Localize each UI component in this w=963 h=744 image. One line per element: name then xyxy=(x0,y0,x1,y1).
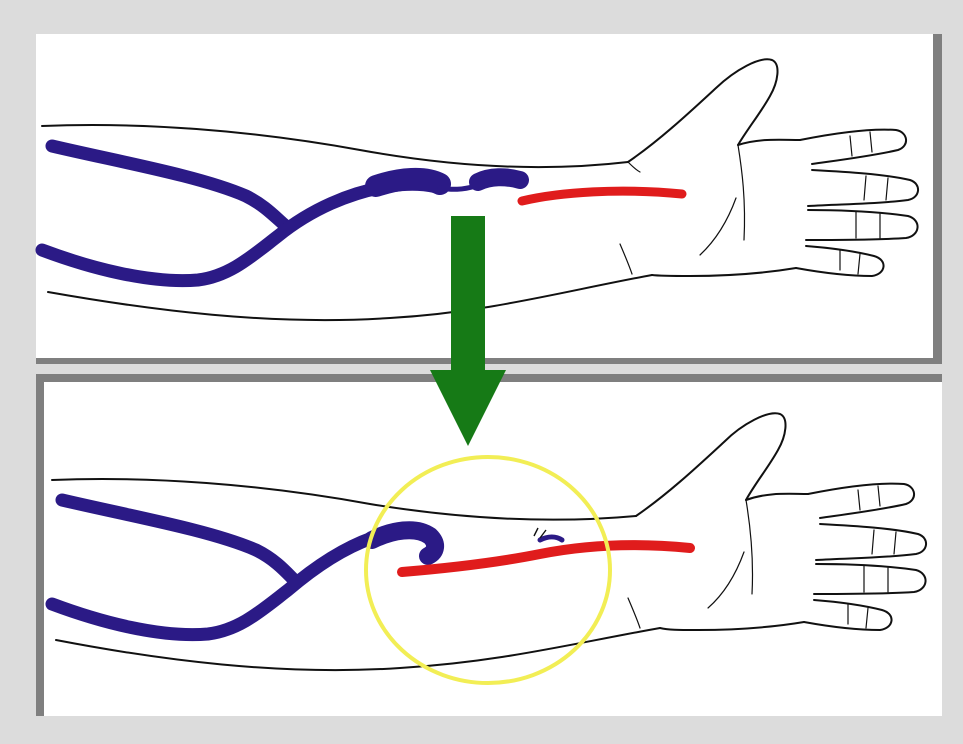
vein-bulge-1 xyxy=(376,179,440,186)
vein-bulge-2 xyxy=(478,177,520,182)
panel-after xyxy=(36,374,942,716)
panel-before xyxy=(36,34,942,364)
panel-after-bg xyxy=(44,382,942,716)
arrow-shaft xyxy=(451,216,485,372)
